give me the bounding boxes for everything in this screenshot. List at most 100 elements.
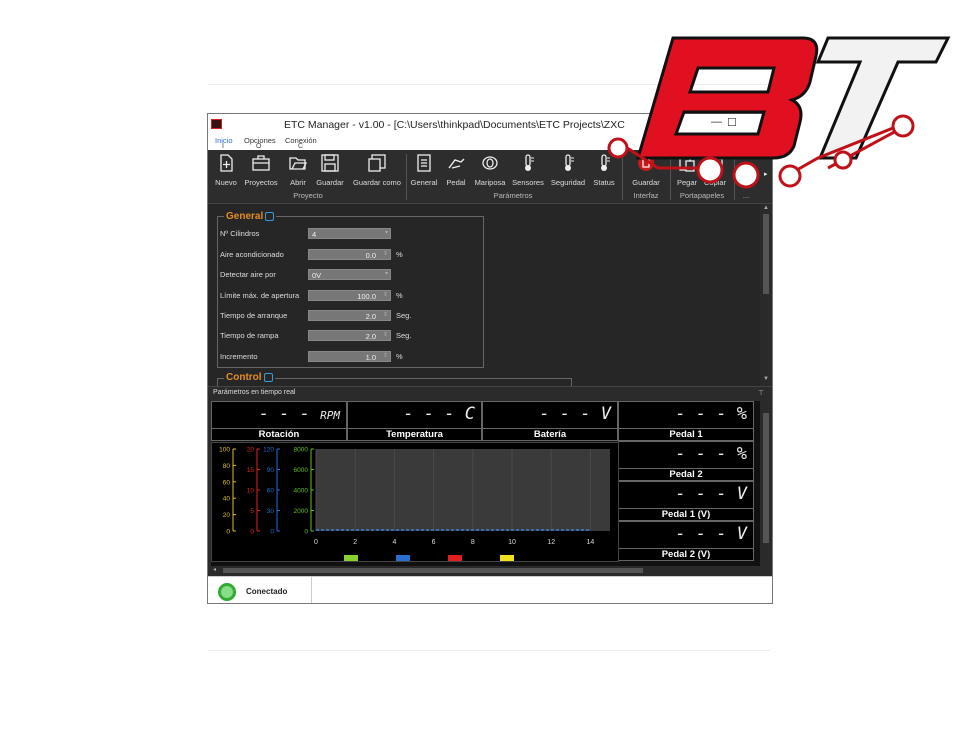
pegar-label: Pegar (676, 178, 697, 187)
legend-swatch (448, 555, 462, 561)
guardar-como-label: Guardar como (353, 178, 401, 187)
guardar-como-button[interactable]: Guardar como (350, 150, 404, 190)
param-unit: % (396, 291, 403, 300)
param-label: Detectar aire por (220, 270, 276, 279)
tiempo-rampa-input[interactable]: 2.0⇕ (308, 330, 391, 341)
cilindros-select[interactable]: 4▾ (308, 228, 391, 239)
bt-logo (607, 36, 951, 189)
connection-status[interactable]: Conectado (208, 577, 312, 603)
realtime-area: - - - RPM Rotación - - - C Temperatura -… (211, 401, 760, 566)
parameters-scrollbar[interactable]: ▲ ▼ (760, 204, 772, 386)
minimize-button[interactable]: — (711, 116, 722, 128)
param-value: 0.0 (365, 251, 376, 260)
abrir-button[interactable]: Abrir (285, 150, 311, 190)
gauge-pedal-1: - - - % Pedal 1 (618, 401, 754, 441)
legend-swatch (344, 555, 358, 561)
spin-icon[interactable]: ⇕ (382, 332, 388, 338)
spin-icon[interactable]: ⇕ (382, 292, 388, 298)
spin-icon[interactable]: ⇕ (382, 353, 388, 359)
spin-icon[interactable]: ⇕ (382, 251, 388, 257)
y-tick-label: 6000 (294, 467, 309, 474)
seguridad-label: Seguridad (550, 178, 586, 187)
gauge-rotacion: - - - RPM Rotación (211, 401, 347, 441)
x-tick-label: 10 (508, 539, 516, 546)
gauge-label: Pedal 2 (619, 468, 753, 480)
incremento-input[interactable]: 1.0⇕ (308, 351, 391, 362)
realtime-scrollbar[interactable] (760, 401, 772, 562)
chevron-down-icon: ▾ (384, 230, 388, 236)
y-tick-label: 60 (223, 479, 231, 486)
gauge-label: Temperatura (348, 428, 481, 440)
gauge-value: - - - % (675, 404, 747, 424)
realtime-hscrollbar[interactable]: ◂ (211, 566, 760, 575)
param-label: Tiempo de rampa (220, 331, 279, 340)
edit-icon[interactable] (263, 372, 273, 382)
y-tick-label: 0 (304, 529, 308, 536)
window-title: ETC Manager - v1.00 - [C:\Users\thinkpad… (284, 119, 625, 131)
status-button[interactable]: Status (590, 150, 618, 190)
control-group-title: Control (224, 372, 275, 383)
sensores-button[interactable]: Sensores (511, 150, 545, 190)
briefcase-icon (252, 155, 270, 171)
security-thermometer-icon (565, 154, 574, 171)
y-tick-label: 4000 (294, 488, 309, 495)
ribbon-separator (622, 154, 623, 200)
param-label: Nº Cilindros (220, 229, 260, 238)
y-tick-label: 0 (250, 529, 254, 536)
param-unit: % (396, 250, 403, 259)
x-tick-label: 12 (547, 539, 555, 546)
mariposa-button[interactable]: Mariposa (473, 150, 507, 190)
y-tick-label: 0 (270, 529, 274, 536)
y-tick-label: 5 (250, 508, 254, 515)
pedal-button[interactable]: Pedal (443, 150, 469, 190)
y-tick-label: 20 (247, 447, 255, 454)
pedal-label: Pedal (446, 178, 466, 187)
gauge-value: - - - RPM (258, 404, 340, 424)
scroll-down-icon[interactable]: ▼ (763, 376, 769, 382)
proyectos-button[interactable]: Proyectos (243, 150, 279, 190)
gauge-label: Pedal 2 (V) (619, 548, 753, 560)
menu-opciones[interactable]: Opciones (244, 136, 276, 145)
param-unit: Seg. (396, 311, 412, 320)
x-tick-label: 8 (471, 539, 475, 546)
divider (208, 84, 770, 85)
aire-acondicionado-input[interactable]: 0.0 ⇕ (308, 249, 391, 260)
nuevo-button[interactable]: Nuevo (212, 150, 240, 190)
guardar-button[interactable]: Guardar (315, 150, 345, 190)
menu-inicio[interactable]: Inicio (215, 136, 233, 145)
chevron-down-icon: ▾ (384, 271, 388, 277)
guardar-interfaz-label: Guardar (632, 178, 660, 187)
scrollbar-thumb[interactable] (223, 568, 643, 573)
gauge-pedal-1-v: - - - V Pedal 1 (V) (618, 481, 754, 521)
ribbon-scroll-right-icon[interactable]: ▸ (764, 171, 768, 178)
realtime-title: Parámetros en tiempo real (213, 389, 296, 396)
scroll-left-icon[interactable]: ◂ (213, 567, 217, 573)
group-parametros: Parámetros (493, 191, 533, 200)
scroll-up-icon[interactable]: ▲ (763, 205, 769, 211)
detectar-aire-select[interactable]: 0V▾ (308, 269, 391, 280)
maximize-button[interactable]: ☐ (727, 117, 737, 129)
y-tick-label: 30 (267, 508, 275, 515)
param-label: Límite máx. de apertura (220, 291, 300, 300)
edit-icon[interactable] (265, 211, 275, 221)
seguridad-button[interactable]: Seguridad (550, 150, 586, 190)
menu-bar: Inicio I Opciones O Conexión C ▲ (208, 134, 772, 150)
limite-apertura-input[interactable]: 100.0⇕ (308, 290, 391, 301)
plot-area (316, 449, 610, 531)
mariposa-label: Mariposa (474, 178, 506, 187)
group-portapapeles: Portapapeles (679, 191, 725, 200)
scrollbar-thumb[interactable] (763, 413, 769, 543)
menu-conexion-key: C (298, 143, 304, 150)
save-icon (321, 154, 339, 172)
spin-icon[interactable]: ⇕ (382, 312, 388, 318)
ribbon-separator (670, 154, 671, 200)
menu-conexion[interactable]: Conexión (285, 136, 317, 145)
pin-icon[interactable]: ⊤ (758, 390, 765, 397)
general-button[interactable]: General (409, 150, 439, 190)
y-tick-label: 80 (223, 463, 231, 470)
tiempo-arranque-input[interactable]: 2.0⇕ (308, 310, 391, 321)
param-unit: % (396, 352, 403, 361)
y-tick-label: 0 (226, 529, 230, 536)
scrollbar-thumb[interactable] (763, 214, 769, 294)
